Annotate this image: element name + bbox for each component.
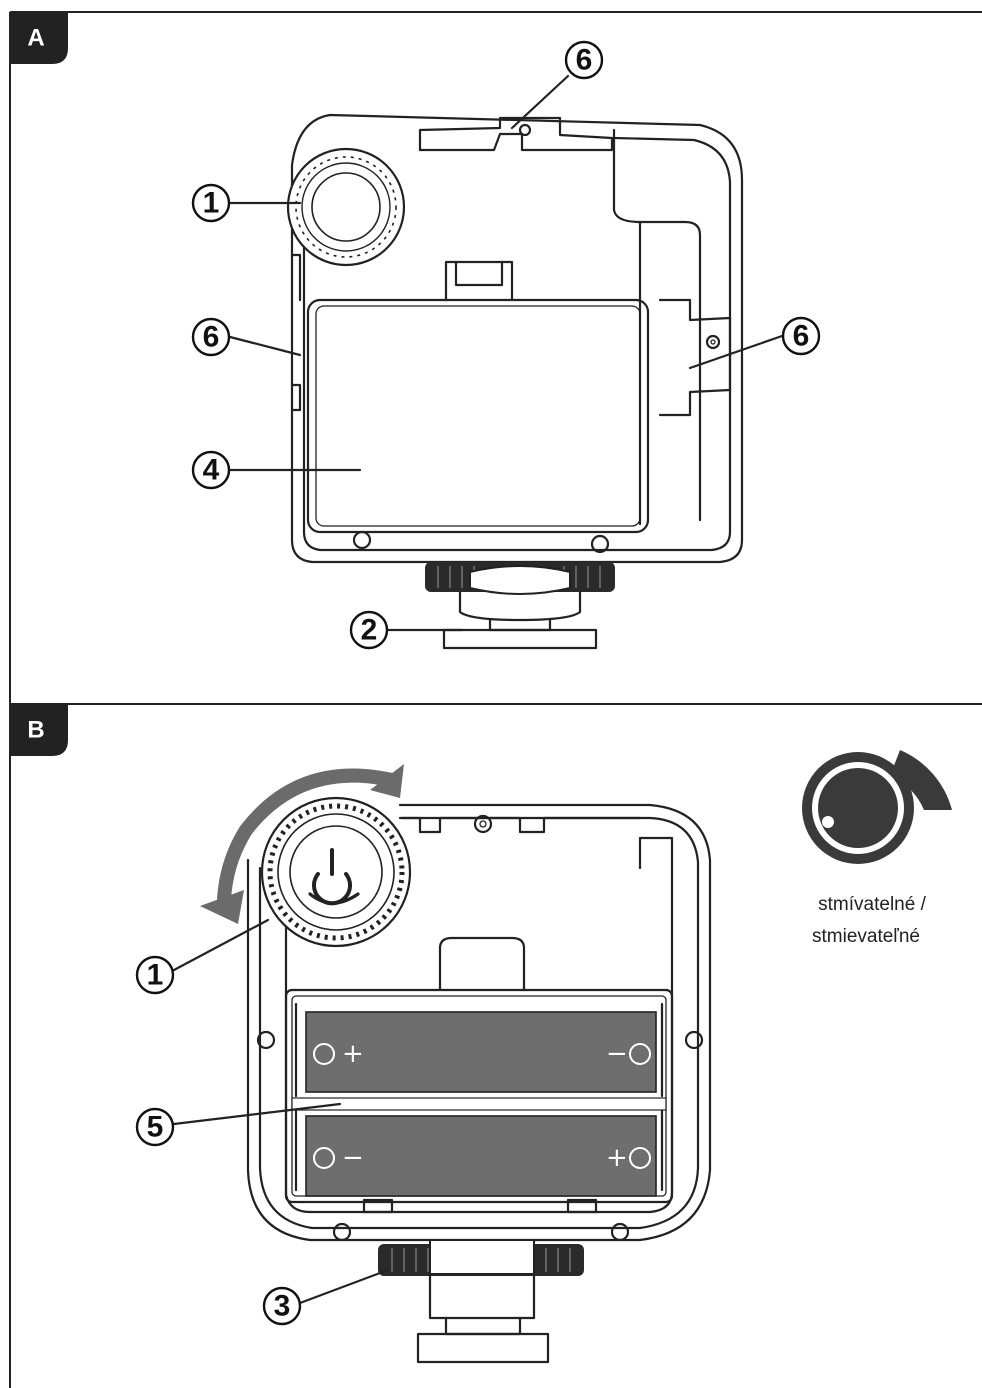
- battery-cell-top: [305, 1011, 657, 1093]
- dimmable-caption-line1: stmívatelné /: [818, 894, 926, 915]
- callout-a-1: 1: [191, 183, 231, 223]
- svg-text:5: 5: [147, 1111, 164, 1144]
- device-back: + − − +: [200, 764, 712, 1364]
- svg-text:6: 6: [793, 320, 810, 353]
- panel-b: B: [9, 703, 982, 1388]
- svg-text:6: 6: [576, 44, 593, 77]
- panel-b-tab: [10, 704, 68, 756]
- callout-b-1: 1: [135, 955, 175, 995]
- callouts-panel-a: 1 6 6 6 4 2: [191, 40, 821, 650]
- svg-text:2: 2: [361, 614, 378, 647]
- cell2-right-polarity: +: [606, 1143, 628, 1173]
- rotate-arrow-icon: [200, 764, 404, 924]
- callout-b-5: 5: [135, 1107, 175, 1147]
- callout-a-4: 4: [191, 450, 231, 490]
- battery-cell-bottom: [305, 1115, 657, 1197]
- svg-text:1: 1: [147, 959, 164, 992]
- svg-text:4: 4: [203, 454, 220, 487]
- svg-text:1: 1: [203, 187, 220, 220]
- device-front: [286, 113, 744, 650]
- svg-text:3: 3: [274, 1290, 291, 1323]
- callout-a-6-top: 6: [564, 40, 604, 80]
- dimmer-knob-icon: [802, 750, 952, 864]
- callout-b-3: 3: [262, 1286, 302, 1326]
- callout-a-6-left: 6: [191, 317, 231, 357]
- cell2-left-polarity: −: [342, 1143, 364, 1173]
- callouts-panel-b: 1 5 3: [135, 918, 390, 1326]
- power-icon: [308, 848, 360, 906]
- panel-a: A: [9, 11, 982, 704]
- cell1-right-polarity: −: [606, 1039, 628, 1069]
- dimmable-caption-line2: stmievateľné: [812, 926, 920, 947]
- panel-a-tab-label: A: [27, 25, 44, 52]
- panel-a-tab: [10, 12, 68, 64]
- dial-knob-b: [260, 796, 412, 948]
- callout-a-2: 2: [349, 610, 389, 650]
- panel-b-tab-label: B: [27, 717, 44, 744]
- svg-text:6: 6: [203, 321, 220, 354]
- dial-knob-a: [286, 147, 406, 267]
- cell1-left-polarity: +: [342, 1039, 364, 1069]
- callout-a-6-right: 6: [781, 316, 821, 356]
